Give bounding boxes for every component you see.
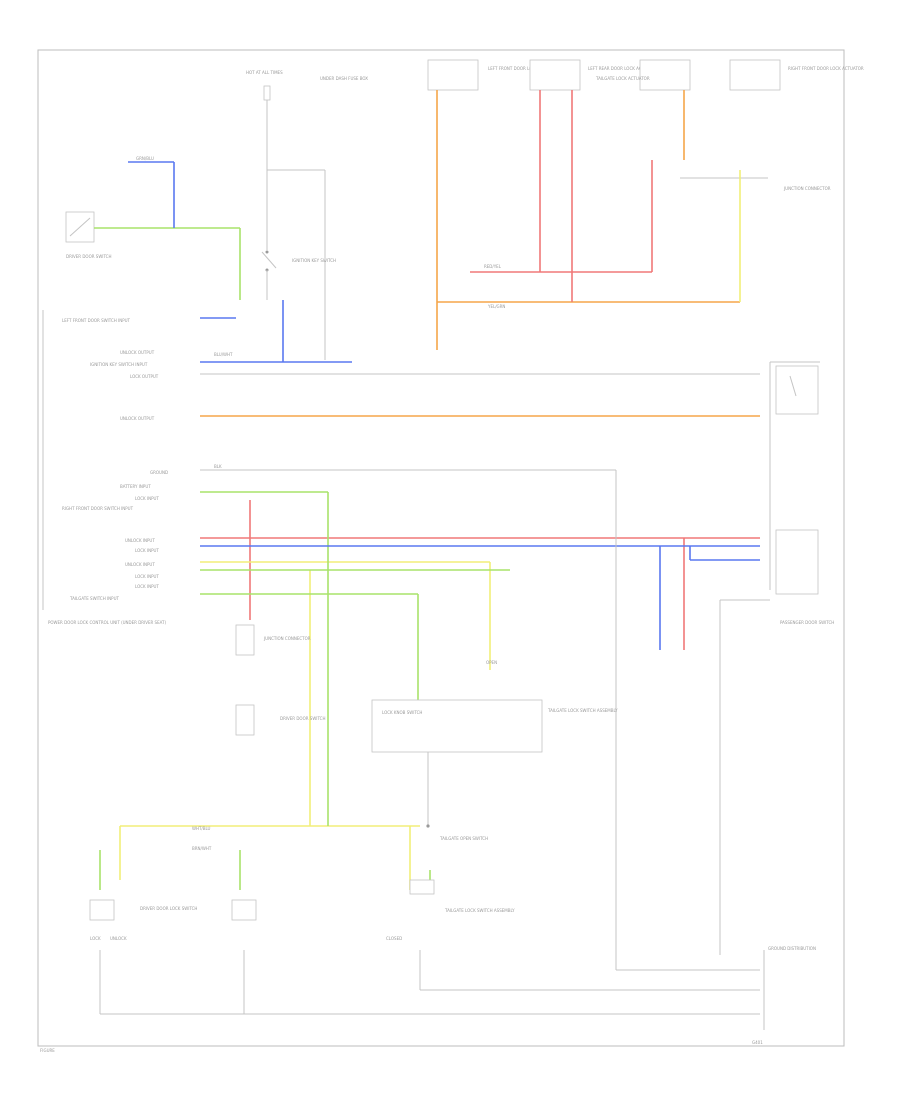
left-front-door-label: LEFT FRONT DOOR LOCK ACTUATOR: [488, 66, 561, 71]
pin-ground: GROUND: [150, 470, 168, 475]
tailgate-lock-switch: [409, 879, 435, 895]
diagram-frame: [37, 49, 845, 1047]
left-rear-door-label: LEFT REAR DOOR LOCK ACTUATOR: [588, 66, 658, 71]
lock-label: LOCK: [90, 936, 101, 941]
fuse-label: HOT AT ALL TIMES: [246, 70, 283, 75]
right-front-door-actuator: [729, 59, 781, 91]
driver-switch-lever: [69, 217, 91, 237]
wire-label-blu: BLU/WHT: [214, 352, 233, 357]
pin-unlock-input-2: UNLOCK INPUT: [125, 562, 155, 567]
wire-label-blk: BLK: [214, 464, 222, 469]
left-junction-label: JUNCTION CONNECTOR: [263, 636, 311, 641]
tailgate-switch-assembly: [371, 699, 543, 753]
right-door-switch: [235, 704, 255, 736]
unlock-label: UNLOCK: [110, 936, 127, 941]
pin-lock-input-3: LOCK INPUT: [135, 574, 159, 579]
pin-unlock-output-2: UNLOCK OUTPUT: [120, 416, 155, 421]
ignition-switch-label: IGNITION KEY SWITCH: [292, 258, 336, 263]
pin-tailgate-input: TAILGATE SWITCH INPUT: [69, 596, 120, 601]
wire-label-red: RED/YEL: [484, 264, 502, 269]
pin-lock-input: LOCK INPUT: [135, 496, 159, 501]
ignition-switch-icon: [261, 251, 277, 269]
right-front-door-label: RIGHT FRONT DOOR LOCK ACTUATOR: [788, 66, 864, 71]
passenger-switch-label: PASSENGER DOOR SWITCH: [780, 620, 834, 625]
tailgate-actuator: [639, 59, 691, 91]
lock-knob-label: LOCK KNOB SWITCH: [382, 710, 422, 715]
pin-lock-output: LOCK OUTPUT: [130, 374, 159, 379]
ground-distribution-label: GROUND DISTRIBUTION: [768, 946, 816, 951]
junction-connector-label: JUNCTION CONNECTOR: [783, 186, 831, 191]
pin-ign-input: IGNITION KEY SWITCH INPUT: [90, 362, 148, 367]
tailgate-open-label: TAILGATE OPEN SWITCH: [439, 836, 488, 841]
fuse-icon: [263, 85, 271, 101]
wire-label-wht: WHT/BLU: [192, 826, 211, 831]
wire-label-brn: BRN/WHT: [192, 846, 212, 851]
pin-right-front-input: RIGHT FRONT DOOR SWITCH INPUT: [62, 506, 134, 511]
left-junction-connector: [235, 624, 255, 656]
wire-label-grn: GRN/BLU: [136, 156, 154, 161]
tailgate-open-switch: [775, 365, 819, 415]
right-door-switch-label: DRIVER DOOR SWITCH: [280, 716, 325, 721]
pin-battery-input: BATTERY INPUT: [120, 484, 151, 489]
pin-unlock-input: UNLOCK INPUT: [125, 538, 155, 543]
pin-lock-input-2: LOCK INPUT: [135, 548, 159, 553]
footer-label: FIGURE: [40, 1048, 55, 1053]
left-rear-door-actuator: [529, 59, 581, 91]
pin-unlock-output: UNLOCK OUTPUT: [120, 350, 155, 355]
pin-lock-input-4: LOCK INPUT: [135, 584, 159, 589]
driver-lock-switch: [89, 899, 115, 921]
tailgate-switch-label: TAILGATE LOCK SWITCH ASSEMBLY: [547, 708, 618, 713]
driver-lock-switch-label: DRIVER DOOR LOCK SWITCH: [140, 906, 197, 911]
open-label: OPEN: [486, 660, 497, 665]
tailgate-junction-dot: [426, 824, 430, 828]
fuse-name: UNDER DASH FUSE BOX: [320, 76, 368, 81]
tailgate-open-lever: [789, 375, 797, 397]
ground-id: G401: [752, 1040, 763, 1045]
passenger-door-lock-switch: [775, 529, 819, 595]
pin-left-front-input: LEFT FRONT DOOR SWITCH INPUT: [62, 318, 131, 323]
closed-label: CLOSED: [386, 936, 402, 941]
left-front-door-actuator: [427, 59, 479, 91]
driver-switch-label: DRIVER DOOR SWITCH: [66, 254, 111, 259]
ignition-switch-contact: [265, 250, 269, 254]
control-unit-note: POWER DOOR LOCK CONTROL UNIT (UNDER DRIV…: [48, 620, 166, 625]
wire-label-yel: YEL/GRN: [487, 304, 505, 309]
passenger-lock-switch: [231, 899, 257, 921]
tailgate-lock-label: TAILGATE LOCK SWITCH ASSEMBLY: [444, 908, 515, 913]
tailgate-actuator-label: TAILGATE LOCK ACTUATOR: [595, 76, 650, 81]
